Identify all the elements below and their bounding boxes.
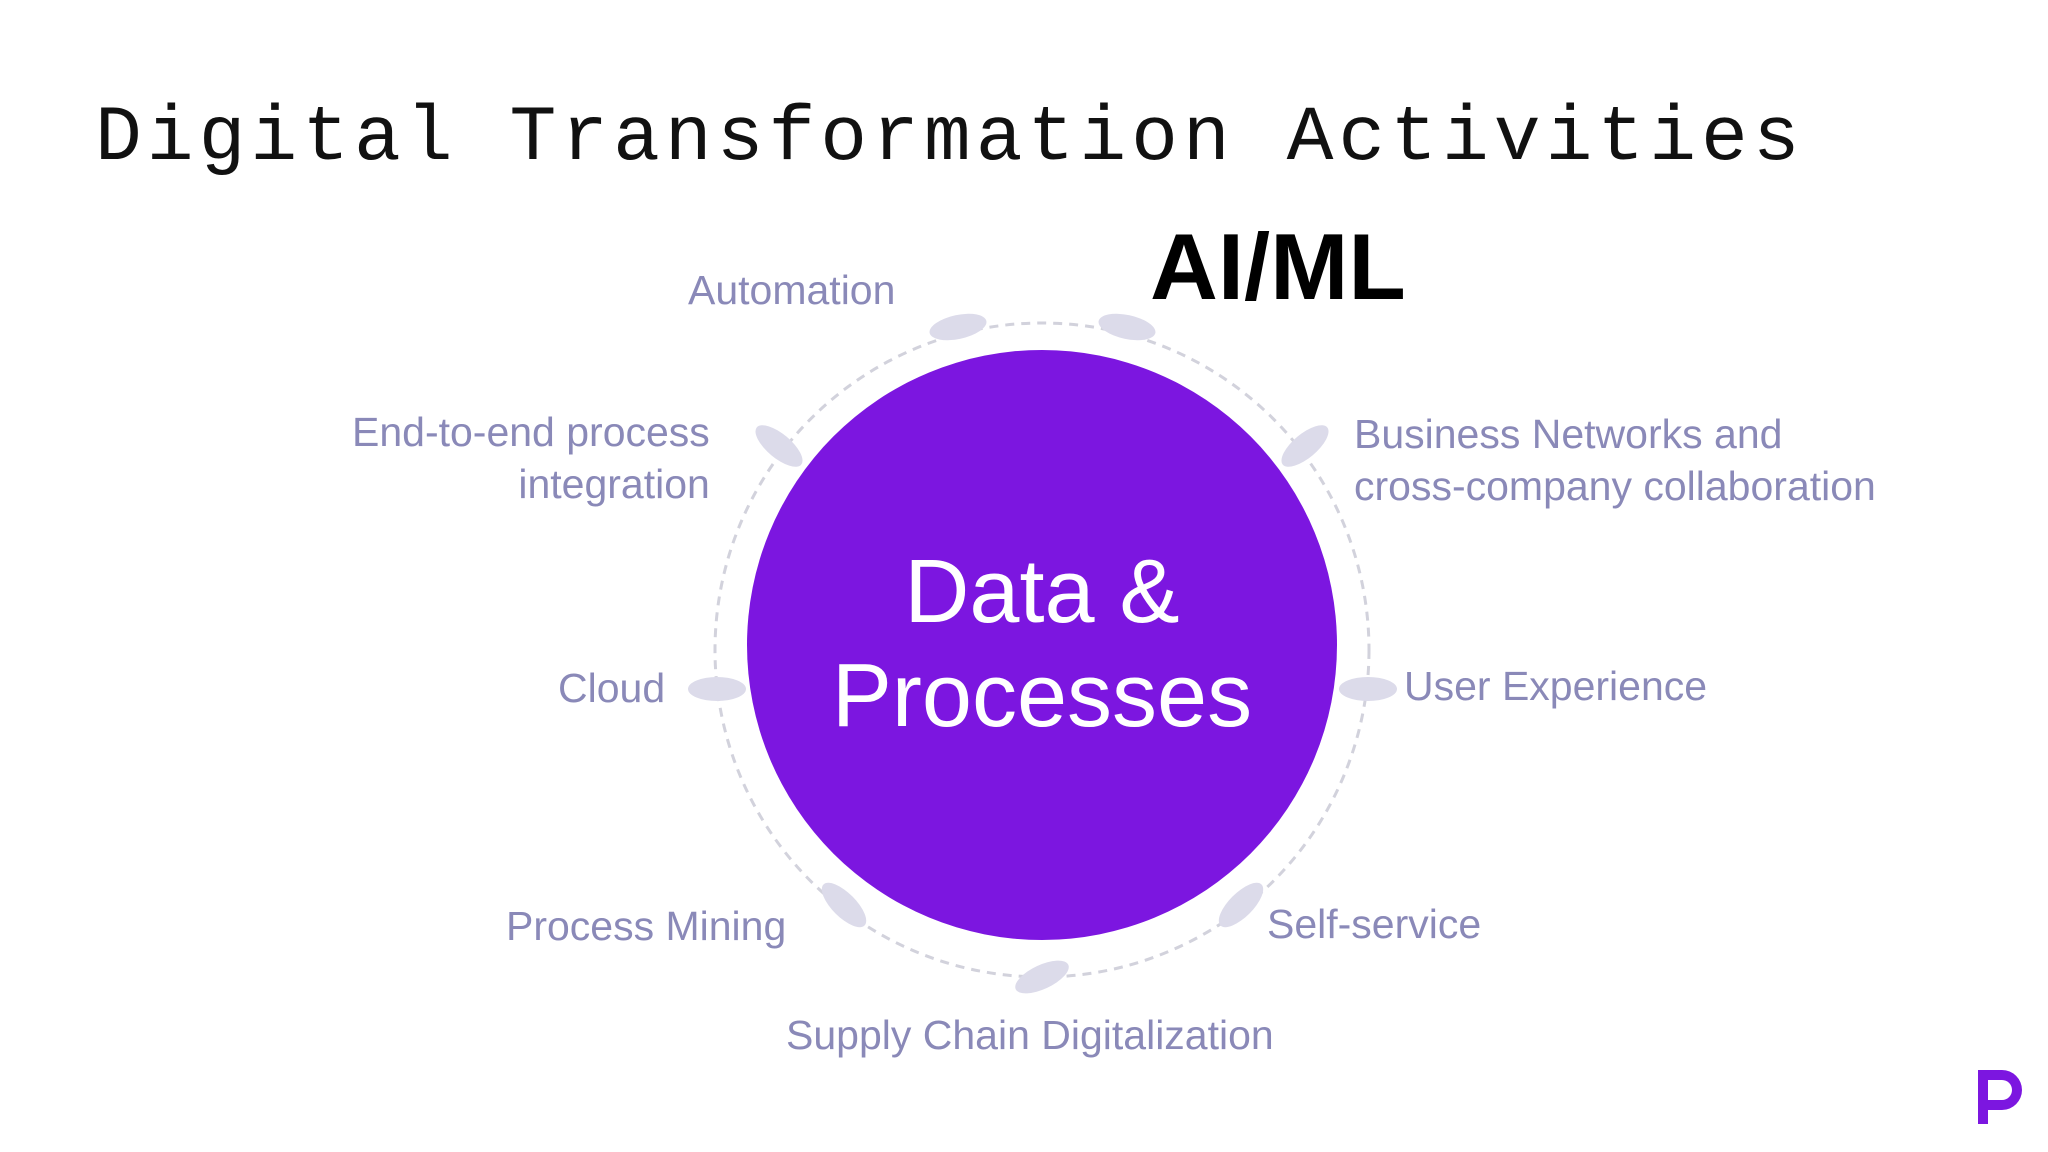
label-business-networks: Business Networks and cross-company coll… (1354, 408, 1876, 512)
label-process-mining: Process Mining (506, 903, 787, 949)
slide-title: Digital Transformation Activities (95, 95, 1805, 183)
label-automation: Automation (688, 267, 896, 313)
label-integration: End-to-end process integration (352, 406, 710, 510)
label-integration-line1: End-to-end process (352, 409, 710, 455)
center-label-line1: Data & (904, 542, 1180, 642)
aiml-label: AI/ML (1150, 214, 1406, 319)
label-business-networks-line2: cross-company collaboration (1354, 463, 1876, 509)
node-business-networks (1281, 425, 1329, 467)
node-supply-chain (1015, 960, 1069, 994)
label-integration-line2: integration (518, 461, 710, 507)
node-process-mining (821, 882, 867, 928)
node-integration (755, 425, 803, 467)
center-label-line2: Processes (831, 646, 1253, 746)
center-label: Data & Processes (742, 540, 1342, 748)
node-aiml (1098, 313, 1156, 341)
brand-logo-icon (1978, 1070, 2022, 1124)
label-self-service: Self-service (1267, 901, 1482, 947)
node-cloud (688, 677, 746, 701)
node-automation (929, 313, 987, 341)
node-self-service (1218, 882, 1264, 928)
center-circle (747, 350, 1337, 940)
label-user-experience: User Experience (1404, 663, 1708, 709)
label-supply-chain: Supply Chain Digitalization (786, 1012, 1274, 1058)
label-business-networks-line1: Business Networks and (1354, 411, 1783, 457)
label-cloud: Cloud (558, 665, 666, 711)
node-user-experience (1339, 677, 1397, 701)
